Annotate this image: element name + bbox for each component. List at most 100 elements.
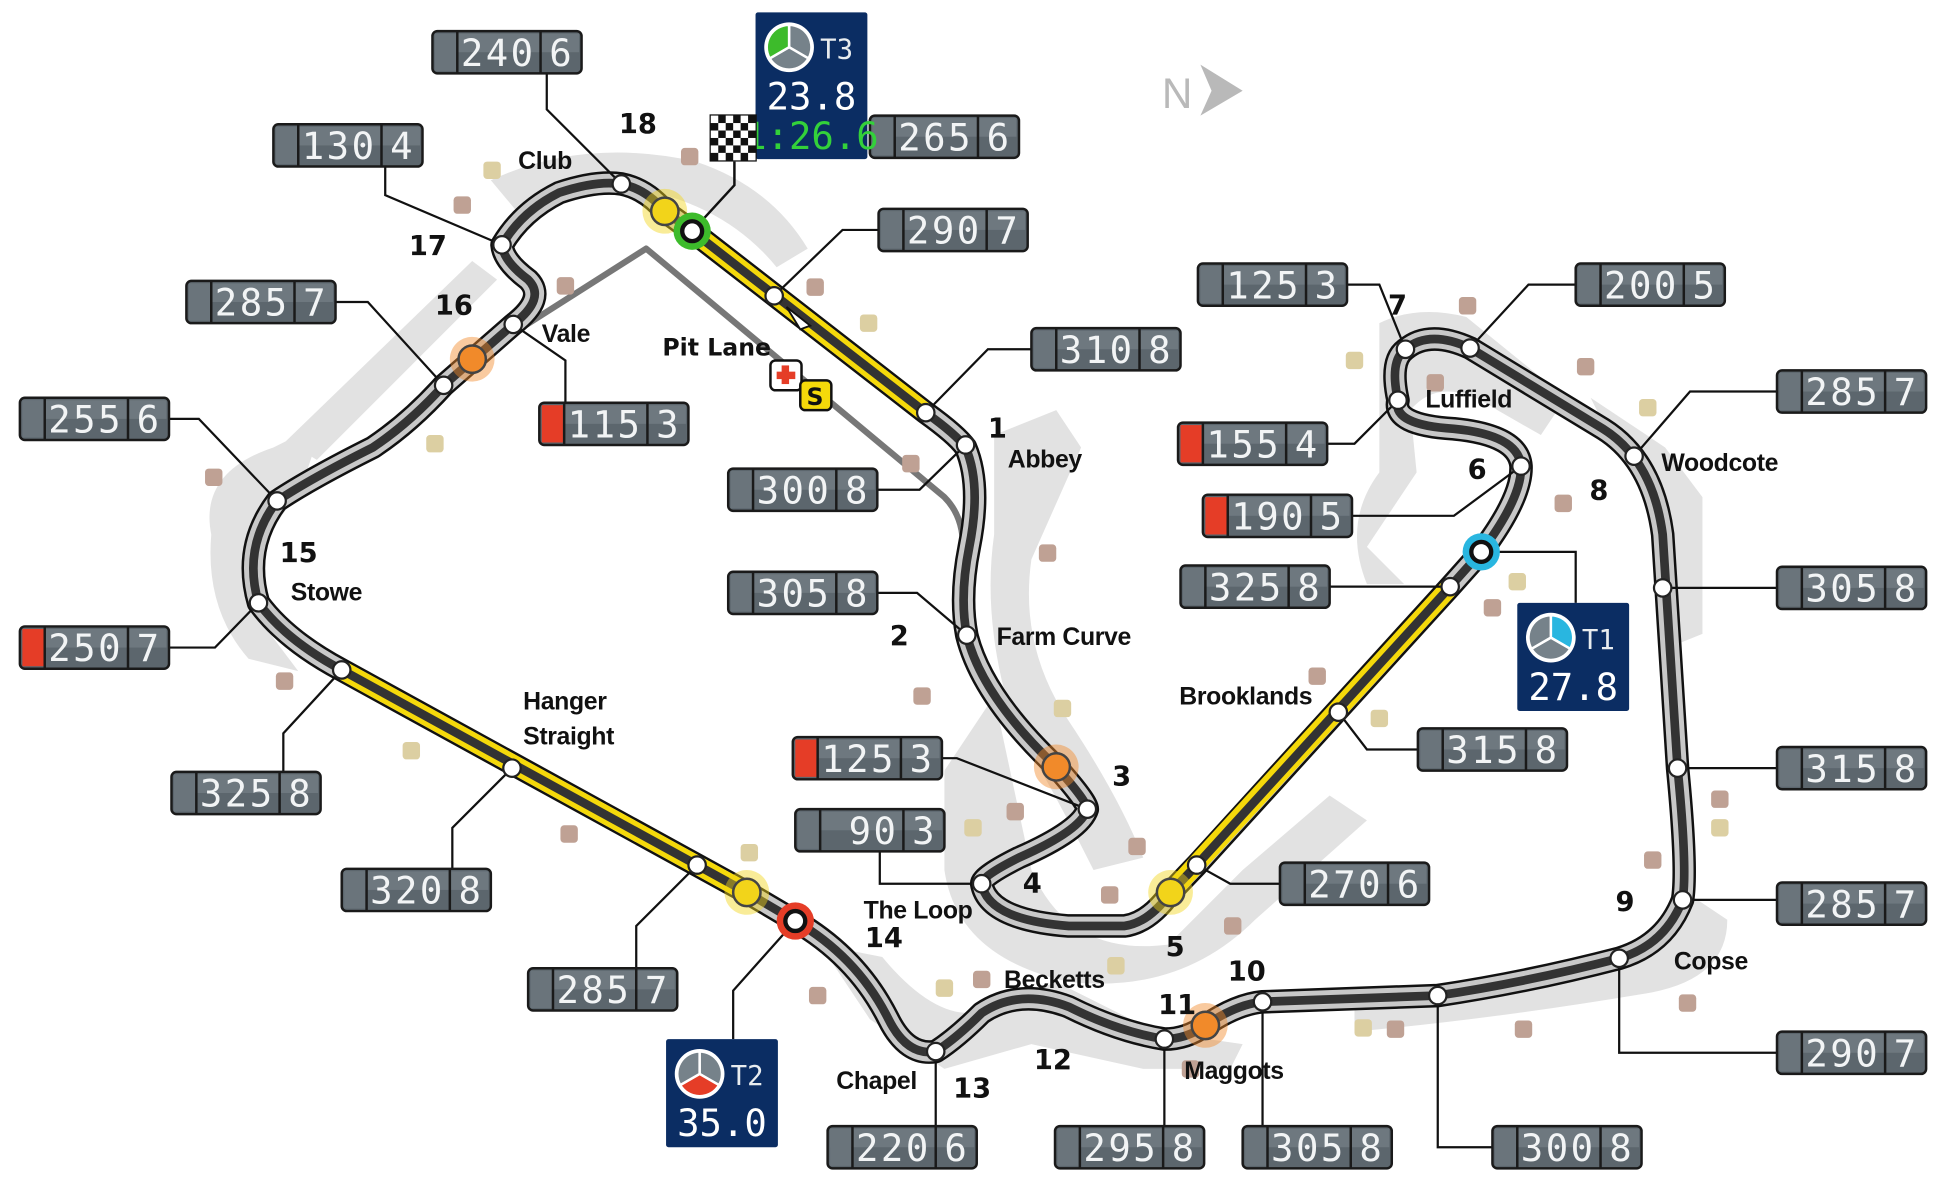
speed-value: 130 (302, 124, 377, 168)
gear-value: 8 (1894, 567, 1916, 611)
box-tab (1282, 865, 1304, 903)
marshal-post-marker (1224, 917, 1242, 935)
box-tab (1245, 1128, 1267, 1166)
marshal-post-marker (1128, 837, 1146, 856)
marshal-post-marker (1711, 790, 1729, 808)
gear-value: 8 (459, 869, 481, 913)
drs-arrow-icon (785, 306, 813, 331)
measurement-point (1460, 338, 1480, 358)
leader-line (451, 767, 513, 869)
box-highlight (1779, 372, 1924, 392)
speed-value: 285 (1805, 882, 1880, 926)
track-surface (249, 178, 1689, 1057)
apex-marker (1041, 751, 1072, 782)
measurement-point (1609, 948, 1629, 969)
box-highlight (730, 471, 875, 490)
spectator-marker (1354, 1019, 1372, 1037)
safety-car-icon: S (799, 379, 833, 412)
speed-value: 325 (1209, 565, 1284, 609)
sector-point (1469, 539, 1494, 564)
box-highlight (173, 774, 319, 793)
spectator-marker (859, 314, 878, 332)
sector-label: T3 (820, 34, 853, 65)
measurement-point (1252, 991, 1273, 1012)
box-highlight (830, 1128, 975, 1148)
gear-value: 7 (1894, 1031, 1916, 1075)
box-highlight (22, 628, 167, 648)
box-tab (1779, 1034, 1801, 1072)
pit-lane-label: Pit Lane (662, 333, 771, 361)
box-highlight (344, 871, 489, 890)
spectator-marker (426, 435, 444, 453)
speed-value: 300 (1521, 1126, 1596, 1170)
speed-value: 320 (370, 869, 445, 913)
corner-number: 10 (1228, 957, 1266, 988)
measurement-points (248, 174, 1693, 1062)
braking-indicator (22, 628, 44, 667)
measurement-point (492, 235, 512, 255)
gear-value: 8 (1297, 565, 1319, 609)
corner-number: 14 (865, 923, 903, 954)
leader-line (335, 300, 445, 387)
runoff-abbey (990, 410, 1144, 871)
measurement-point (503, 314, 524, 335)
braking-indicator (795, 739, 817, 777)
measurement-point (1186, 855, 1207, 875)
marshal-post-marker (902, 454, 920, 473)
marshal-post-marker (560, 825, 578, 843)
measurement-point (331, 660, 352, 680)
spectator-marker (1053, 699, 1072, 718)
corner-number: 9 (1615, 887, 1634, 918)
speed-value: 295 (1083, 1126, 1158, 1170)
speed-value: 155 (1206, 422, 1281, 466)
box-highlight (434, 33, 580, 53)
box-tab (881, 211, 903, 249)
gear-value: 6 (549, 31, 571, 75)
spectator-marker (1639, 398, 1657, 417)
gear-value: 8 (1359, 1126, 1381, 1170)
apex-marker (457, 344, 488, 375)
box-highlight (1057, 1128, 1202, 1148)
box-tab (1779, 749, 1801, 787)
gear-value: 4 (1295, 422, 1317, 466)
leader-line (773, 228, 879, 297)
sector-point (680, 219, 705, 244)
sector-label: T2 (731, 1061, 764, 1092)
speed-value: 300 (757, 468, 832, 512)
gear-value: 5 (1692, 263, 1714, 307)
gear-value: 3 (910, 737, 932, 781)
box-tab (1578, 265, 1600, 304)
corner-number: 17 (409, 231, 447, 262)
leader-line (732, 920, 797, 1040)
box-tab (1200, 265, 1222, 304)
marshal-post-marker (1514, 1020, 1533, 1038)
leader-line (941, 757, 1088, 811)
box-highlight (881, 211, 1026, 230)
corner-number: 6 (1468, 455, 1487, 486)
corner-number: 7 (1388, 290, 1407, 321)
marshal-post-marker (205, 468, 223, 486)
corner-name: Copse (1674, 948, 1748, 975)
gear-value: 6 (137, 398, 159, 442)
marshal-post-marker (1426, 374, 1444, 392)
marshal-post-marker (913, 687, 931, 705)
measurement-point (1154, 1029, 1175, 1049)
box-tab (530, 970, 552, 1009)
gear-value: 7 (995, 209, 1017, 253)
box-tab (344, 871, 366, 909)
box-highlight (872, 118, 1017, 137)
braking-indicator (541, 405, 563, 443)
gear-value: 8 (288, 772, 310, 816)
speed-value: 90 (849, 809, 899, 853)
measurement-point (1328, 702, 1349, 723)
